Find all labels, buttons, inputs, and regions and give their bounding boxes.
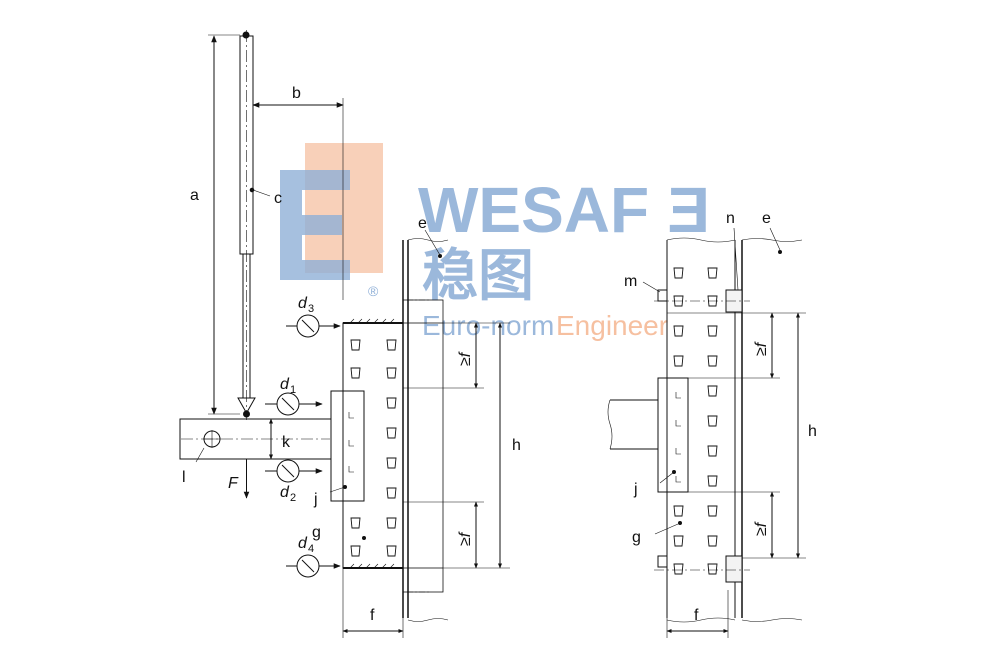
- label-d2-sub: 2: [290, 492, 296, 504]
- watermark-brand-last: E: [667, 174, 710, 246]
- label-geq-f-right-top: ≥f: [753, 341, 770, 356]
- label-e-left: e: [418, 215, 427, 232]
- label-n: n: [726, 210, 735, 227]
- label-j-right: j: [633, 481, 638, 498]
- label-d3-sub: 3: [308, 303, 314, 315]
- connector-j-right: [657, 377, 689, 493]
- gauge-d2: [265, 459, 323, 483]
- label-c: c: [274, 190, 282, 207]
- gauge-d3: [286, 314, 341, 338]
- watermark-tagline-1: Euro-norm: [422, 310, 554, 341]
- label-a: a: [190, 187, 199, 204]
- label-d2: d: [280, 484, 290, 501]
- label-h-right: h: [808, 423, 817, 440]
- label-g-right: g: [632, 529, 641, 546]
- label-h-left: h: [512, 437, 521, 454]
- rod-tip-triangle: [237, 397, 256, 415]
- label-f-right: f: [694, 607, 699, 624]
- label-geq-f-left-bottom: ≥f: [457, 531, 474, 546]
- label-d4-sub: 4: [308, 543, 314, 555]
- watermark-tagline-2: Engineer: [556, 310, 668, 341]
- pin-m-bottom: [657, 555, 668, 568]
- watermark-logo-e-icon: [280, 170, 350, 280]
- upright-right-slots: [673, 267, 718, 575]
- connector-j-left: [330, 390, 365, 502]
- left-figure: [179, 30, 510, 638]
- label-f-left: f: [370, 607, 375, 624]
- spacer-n-bottom: [725, 555, 743, 583]
- right-figure: [607, 227, 806, 638]
- watermark-brand: WESAF: [418, 174, 649, 246]
- label-d1-sub: 1: [290, 384, 296, 396]
- label-d3: d: [298, 295, 308, 312]
- label-g-left: g: [312, 524, 321, 541]
- label-k: k: [282, 434, 291, 451]
- label-d1: d: [280, 376, 290, 393]
- label-b: b: [292, 85, 301, 102]
- label-geq-f-left-top: ≥f: [457, 351, 474, 366]
- label-l: l: [182, 469, 186, 486]
- watermark-logo-orange-block: [305, 143, 383, 273]
- label-d4: d: [298, 535, 308, 552]
- upright-left-slots: [350, 339, 397, 557]
- labels: a b c e k l F j g h f d 1 d 2 d 3 d 4 ≥f…: [182, 85, 817, 624]
- label-m: m: [624, 273, 637, 290]
- label-e-right: e: [762, 210, 771, 227]
- label-j-left: j: [313, 491, 318, 508]
- watermark-registered: ®: [368, 283, 379, 299]
- label-F: F: [228, 475, 239, 492]
- gauge-d4: [286, 554, 341, 578]
- watermark: ® WESAF E 稳图 Euro-norm Engineer: [280, 143, 710, 341]
- gauge-d1: [265, 392, 323, 416]
- label-geq-f-right-bottom: ≥f: [753, 521, 770, 536]
- rod-top-pivot: [242, 31, 250, 39]
- rod-tip-pivot: [243, 410, 250, 418]
- upright-left: [342, 322, 404, 569]
